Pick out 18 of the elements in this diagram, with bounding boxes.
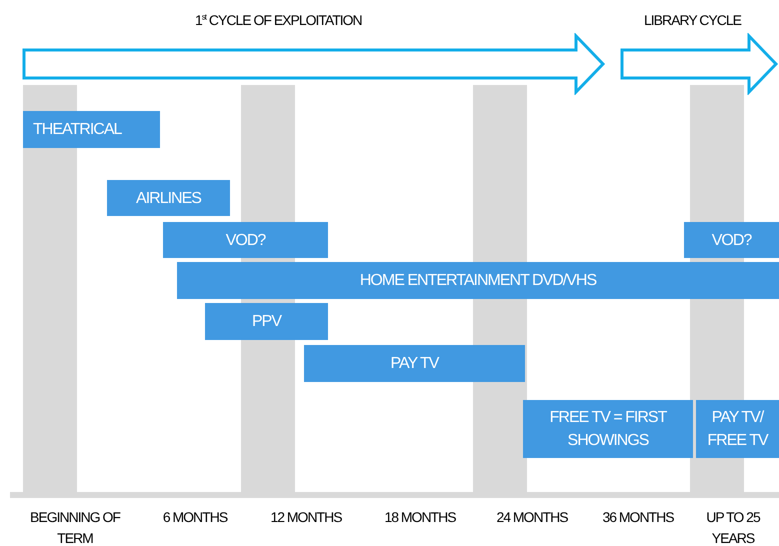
period-bar: HOME ENTERTAINMENT DVD/VHS (177, 262, 779, 299)
period-bar: VOD? (163, 222, 328, 258)
cycle-heading: LIBRARY CYCLE (644, 12, 741, 28)
period-bar: FREE TV = FIRST SHOWINGS (523, 400, 693, 458)
period-bar: AIRLINES (107, 180, 230, 216)
time-label: 24 MONTHS (495, 508, 569, 527)
time-label: UP TO 25 YEARS (705, 508, 762, 546)
time-label: 12 MONTHS (269, 508, 343, 527)
period-bar: PAY TV/ FREE TV (696, 400, 779, 458)
time-label: BEGINNING OF TERM (29, 508, 121, 546)
period-bar: VOD? (684, 222, 779, 258)
time-label: 36 MONTHS (601, 508, 675, 527)
time-label: 6 MONTHS (162, 508, 228, 527)
period-bar: PAY TV (304, 345, 525, 382)
cycle-heading: 1$^{st}$ CYCLE OF EXPLOITATION (195, 12, 362, 28)
period-bar: PPV (205, 303, 328, 340)
period-bar: THEATRICAL (23, 111, 160, 148)
time-label: 18 MONTHS (383, 508, 457, 527)
